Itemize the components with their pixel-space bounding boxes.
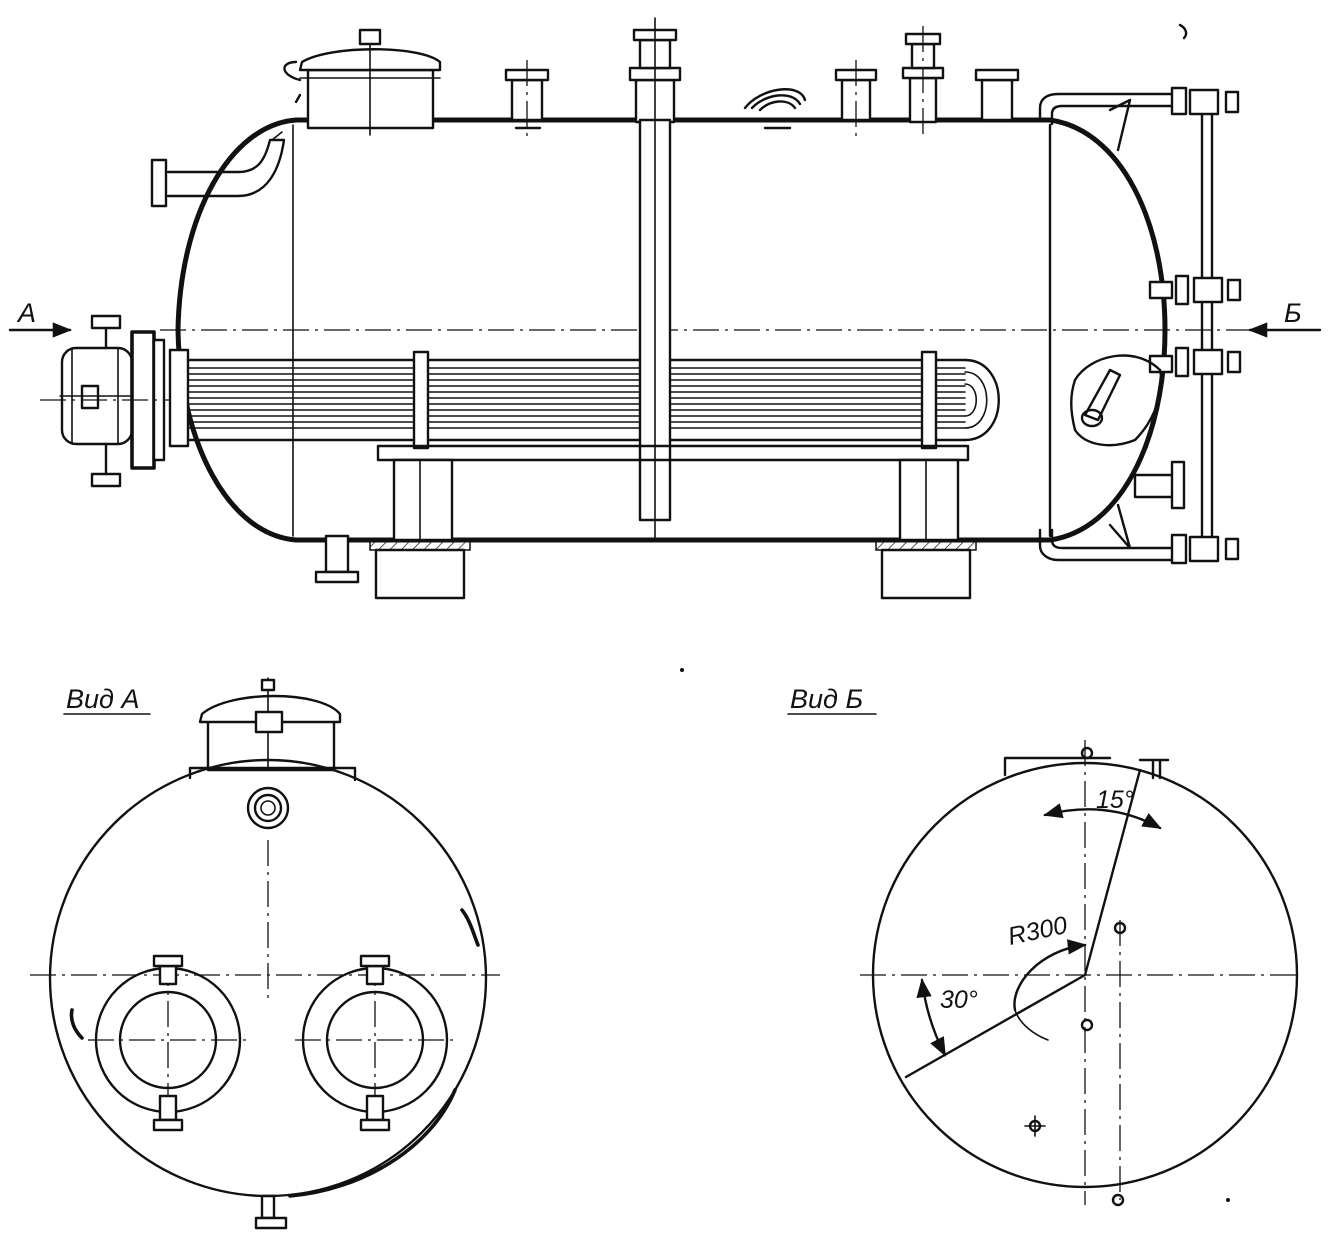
central-pipe — [638, 118, 672, 522]
view-b-drawing: Вид Б 15° 30° R300 — [787, 684, 1300, 1207]
level-gauge-right — [1038, 86, 1242, 565]
nozzle-top-4 — [974, 68, 1020, 122]
radius-label: R300 — [1005, 911, 1069, 951]
view-a-nozzle-right — [295, 954, 455, 1132]
view-a-drawing: Вид А — [30, 677, 500, 1230]
saddle-supports — [314, 444, 977, 600]
view-a-title: Вид А — [66, 684, 139, 714]
nozzle-top-3 — [901, 26, 945, 140]
vessel-shell — [175, 117, 1168, 543]
nozzle-top-2 — [834, 60, 878, 140]
view-b-title: Вид Б — [790, 684, 863, 714]
coil-top — [743, 88, 807, 130]
manhole-top — [283, 28, 442, 136]
arrow-label-a: А — [16, 298, 36, 328]
arrow-label-b: Б — [1284, 298, 1302, 328]
manhole-right-head — [1070, 354, 1163, 447]
angle-label-top: 15° — [1096, 786, 1134, 814]
nozzle-top-tall — [628, 17, 682, 541]
tube-bundle — [40, 314, 1000, 488]
nozzle-left-top — [150, 131, 286, 208]
view-a-nozzle-left — [88, 954, 248, 1132]
nozzle-top-1 — [504, 60, 550, 140]
side-view-vessel: А Б — [8, 17, 1322, 600]
angle-label-left: 30° — [940, 986, 978, 1014]
